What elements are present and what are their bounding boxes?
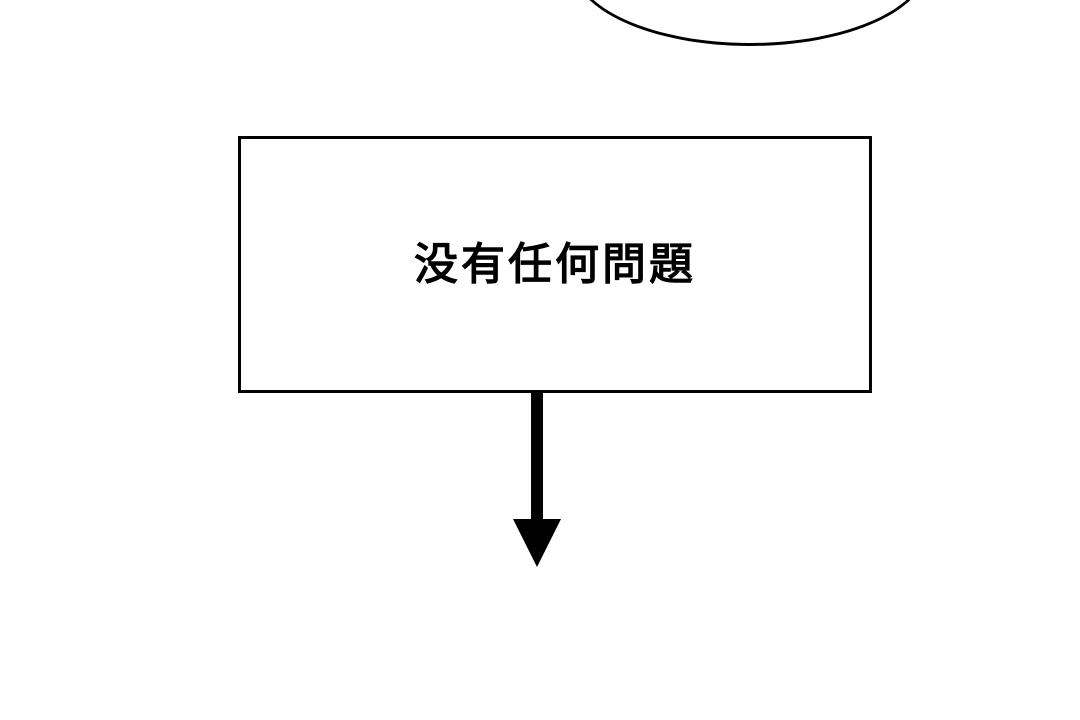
flowchart-process-box: 没有任何問題	[238, 136, 872, 393]
flow-arrow-down	[513, 393, 561, 567]
flowchart-ellipse-partial	[572, 0, 928, 46]
flow-arrow-shaft	[531, 393, 543, 525]
flow-arrow-head	[513, 519, 561, 567]
flowchart-box-label: 没有任何問題	[414, 238, 696, 290]
